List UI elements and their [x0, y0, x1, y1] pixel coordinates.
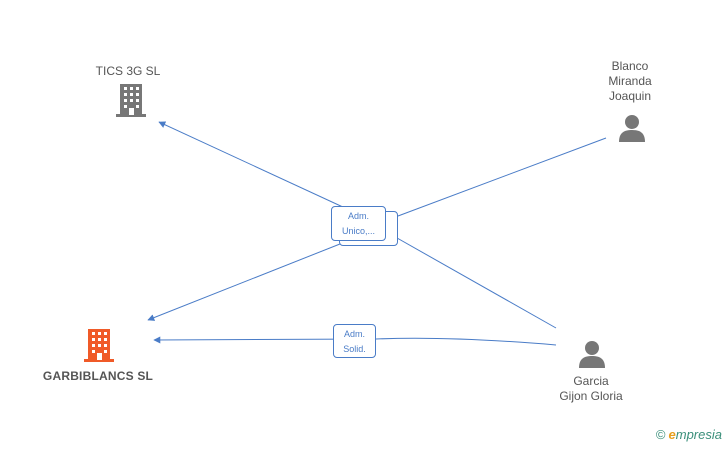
- edge-garcia-to-garbiblancs: [153, 336, 557, 346]
- blanco-label-line-2: Miranda: [608, 74, 652, 88]
- edge-center-to-tics: [158, 121, 359, 215]
- center-edge-label[interactable]: Adm. Unico,...: [331, 206, 386, 241]
- garcia-label-line-2: Gijon Gloria: [559, 389, 623, 403]
- blanco-person-icon[interactable]: [619, 115, 645, 142]
- center-edge-label-line-2: Unico,...: [341, 226, 375, 236]
- garbiblancs-label[interactable]: GARBIBLANCS SL: [42, 369, 154, 383]
- bottom-edge-label-line-1: Adm.: [343, 329, 365, 339]
- brand-initial: e: [668, 427, 676, 442]
- brand-name: mpresia: [675, 427, 722, 442]
- copyright-symbol: ©: [655, 427, 666, 442]
- tics-label[interactable]: TICS 3G SL: [95, 64, 161, 78]
- edges: [147, 121, 607, 346]
- bottom-edge-label[interactable]: Adm. Solid.: [333, 324, 376, 358]
- garcia-person-icon[interactable]: [579, 341, 605, 368]
- edge-garcia-to-center: [389, 233, 557, 329]
- edge-center-to-garbiblancs: [147, 241, 346, 321]
- empresia-watermark[interactable]: ©empresia: [656, 427, 722, 442]
- garbiblancs-building-icon[interactable]: [84, 329, 114, 362]
- bottom-edge-label-line-2: Solid.: [343, 344, 366, 354]
- blanco-label-line-3: Joaquin: [608, 89, 652, 103]
- garcia-label[interactable]: Garcia Gijon Gloria: [546, 374, 636, 404]
- garcia-label-line-1: Garcia: [573, 374, 609, 388]
- center-edge-label-line-1: Adm.: [347, 211, 369, 221]
- blanco-label-line-1: Blanco: [611, 59, 649, 73]
- tics-building-icon[interactable]: [116, 84, 146, 117]
- blanco-label[interactable]: Blanco Miranda Joaquin: [594, 59, 666, 104]
- edge-blanco-to-center: [397, 137, 607, 217]
